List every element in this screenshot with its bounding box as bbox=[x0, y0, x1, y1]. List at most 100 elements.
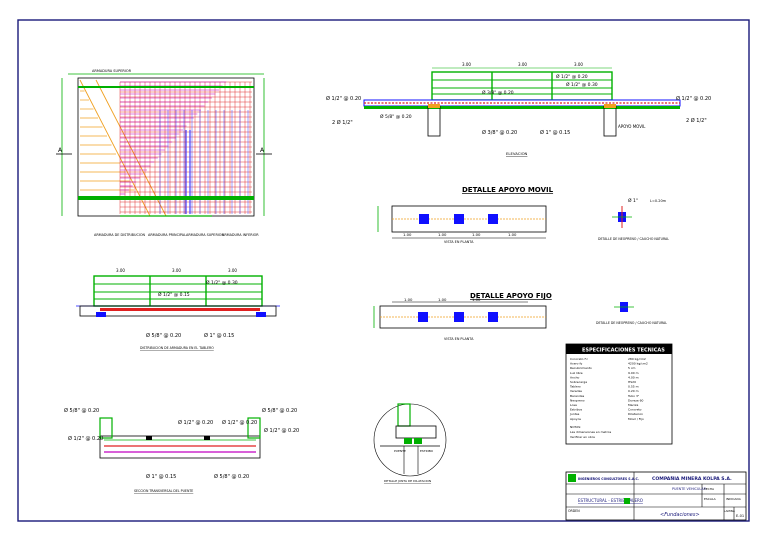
section-top-1: Ø 1/2" @ 0.20 bbox=[178, 419, 213, 426]
elev-top-dim-2: 3.00 bbox=[518, 62, 527, 67]
title-scale-value: INDICADA bbox=[726, 497, 742, 501]
title-scale-label: ESCALA bbox=[704, 497, 717, 501]
section-marker-a-left: A bbox=[58, 147, 63, 154]
detail-apoyo-fijo: DETALLE APOYO FIJO 1.00 1.00 1.00 VISTA … bbox=[373, 292, 667, 341]
elev-top-dim-3: 3.00 bbox=[574, 62, 583, 67]
circle-label-1: PUENTE bbox=[394, 449, 406, 453]
spec-row-value: 0.55 m bbox=[628, 385, 639, 389]
section-right-1: Ø 5/8" @ 0.20 bbox=[262, 407, 297, 414]
elev-mid-caption: DISTRIBUCION DE ARMADURA EN EL TABLERO bbox=[140, 346, 214, 350]
detail-fijo-dim-3: 1.00 bbox=[472, 297, 481, 302]
detail-fijo-dim-1: 1.00 bbox=[404, 297, 413, 302]
detail-movil-title: DETALLE APOYO MOVIL bbox=[462, 186, 554, 194]
spec-note: NOTAS: bbox=[570, 425, 581, 429]
detail-movil-side-caption: DETALLE DE NEOPRENO / CAUCHO NATURAL bbox=[598, 237, 669, 241]
section-bottom-1: Ø 1" @ 0.15 bbox=[146, 473, 176, 480]
title-drawing: <Fundaciones> bbox=[660, 512, 700, 518]
title-firm: INGENIEROS CONSULTORES S.A.C. bbox=[578, 477, 639, 481]
superior-mesh bbox=[120, 81, 227, 199]
elev-top-left-2: 2 Ø 1/2" bbox=[332, 119, 353, 126]
title-date-label: FECHA bbox=[704, 487, 715, 491]
elev-top-left-1: Ø 1/2" @ 0.20 bbox=[326, 95, 361, 102]
spec-row-value: Dilatacion bbox=[628, 412, 643, 416]
plan-top-label: ARMADURA SUPERIOR bbox=[92, 69, 132, 73]
spec-table-title: ESPECIFICACIONES TECNICAS bbox=[582, 348, 665, 354]
section-left-2: Ø 1/2" @ 0.20 bbox=[68, 435, 103, 442]
elev-mid-bottom-2: Ø 1" @ 0.15 bbox=[204, 332, 234, 339]
elev-top-support: APOYO MOVIL bbox=[618, 124, 646, 129]
title-order-label: ORDEN bbox=[568, 509, 580, 513]
elev-top-right-1: Ø 1/2" @ 0.20 bbox=[676, 95, 711, 102]
detail-movil-side-note: L=0.20m bbox=[650, 199, 667, 203]
spec-row-label: Veredas bbox=[570, 389, 582, 393]
spec-row-label: Recubrimiento bbox=[570, 366, 592, 370]
distribution-hatch bbox=[79, 79, 167, 217]
section-marker-a-right: A bbox=[260, 147, 265, 154]
spec-row-label: Sobrecarga bbox=[570, 380, 587, 384]
plan-label-superior: ARMADURA SUPERIOR bbox=[186, 233, 224, 237]
detail-fijo-dim-2: 1.00 bbox=[438, 297, 447, 302]
spec-row-value: 4200 kg/cm2 bbox=[628, 362, 648, 366]
elev-mid-dim-1: 3.00 bbox=[116, 268, 125, 273]
detail-movil-dim-1: 1.00 bbox=[403, 232, 412, 237]
spec-row-label: Ancho bbox=[570, 375, 580, 379]
spec-row-label: Estribos bbox=[570, 408, 582, 412]
title-company: COMPAÑIA MINERA KOLPA S.A. bbox=[652, 475, 732, 482]
detail-fijo-title: DETALLE APOYO FIJO bbox=[470, 292, 552, 300]
elevation-top: 3.00 3.00 3.00 Ø 1/2" @ 0.20 Ø 1/2" @ 0.… bbox=[326, 62, 711, 156]
plan-label-distribucion: ARMADURA DE DISTRIBUCION bbox=[94, 233, 145, 237]
elev-top-caption: ELEVACION bbox=[506, 151, 528, 156]
title-marker bbox=[624, 498, 630, 504]
section-right-2: Ø 1/2" @ 0.20 bbox=[264, 427, 299, 434]
circle-caption: DETALLE JUNTA DE DILATACION bbox=[384, 479, 431, 483]
section-left-1: Ø 5/8" @ 0.20 bbox=[64, 407, 99, 414]
spec-row-label: Losa bbox=[570, 403, 577, 407]
elev-top-callout-3: Ø 3/8" @ 0.20 bbox=[482, 89, 514, 96]
section-bottom-2: Ø 5/8" @ 0.20 bbox=[214, 473, 249, 480]
elev-top-left-3: Ø 5/8" @ 0.20 bbox=[380, 113, 412, 120]
detail-movil-dim-3: 1.00 bbox=[472, 232, 481, 237]
plan-label-principal: ARMADURA PRINCIPAL bbox=[148, 233, 186, 237]
title-sheet-label: LAMINA bbox=[724, 509, 735, 513]
spec-table-notes: NOTAS:Las dimensiones en metrosVerificar… bbox=[570, 425, 612, 439]
elev-mid-callout-2: Ø 1/2" @ 0.15 bbox=[158, 291, 190, 298]
plan-view: ARMADURA SUPERIOR A A ARMADURA DE DISTRI… bbox=[56, 69, 272, 237]
spec-row-value: Tubo 3" bbox=[627, 394, 640, 398]
elev-top-dim-1: 3.00 bbox=[462, 62, 471, 67]
section-caption: SECCION TRANSVERSAL DEL PUENTE bbox=[134, 489, 193, 493]
spec-row-value: Movil / Fijo bbox=[628, 417, 644, 421]
section-top-2: Ø 1/2" @ 0.20 bbox=[222, 419, 257, 426]
detail-fijo-side-caption: DETALLE DE NEOPRENO / CAUCHO NATURAL bbox=[596, 321, 667, 325]
spec-row-value: 280 kg/cm2 bbox=[628, 357, 646, 361]
elev-mid-bottom-1: Ø 5/8" @ 0.20 bbox=[146, 332, 181, 339]
elev-mid-dim-2: 3.00 bbox=[172, 268, 181, 273]
spec-note: Verificar en obra bbox=[570, 435, 595, 439]
detail-fijo-caption: VISTA EN PLANTA bbox=[444, 337, 474, 341]
spec-note: Las dimensiones en metros bbox=[570, 430, 612, 434]
spec-row-label: Luz libre bbox=[570, 371, 583, 375]
cross-section: Ø 5/8" @ 0.20 Ø 1/2" @ 0.20 Ø 5/8" @ 0.2… bbox=[64, 407, 299, 493]
spec-row-label: Neopreno bbox=[570, 398, 585, 402]
detail-movil-caption: VISTA EN PLANTA bbox=[444, 240, 474, 244]
spec-row-value: 5 cm bbox=[628, 366, 636, 370]
spec-row-value: 0.20 m bbox=[628, 389, 639, 393]
title-project: PUENTE VEHICULAR bbox=[672, 487, 707, 491]
spec-row-value: 9.00 m bbox=[628, 371, 639, 375]
spec-row-label: Tablero bbox=[569, 385, 581, 389]
elev-top-callout-1: Ø 1/2" @ 0.20 bbox=[556, 73, 588, 80]
spec-row-value: Maciza bbox=[628, 403, 638, 407]
circle-detail: PUENTE ESTRIBO DETALLE JUNTA DE DILATACI… bbox=[373, 403, 447, 483]
title-subtitle: ESTRUCTURAL - ESTRIBO ALERO bbox=[578, 498, 643, 503]
spec-row-label: Apoyos bbox=[570, 417, 581, 421]
plan-label-inferior: ARMADURA INFERIOR bbox=[222, 233, 259, 237]
circle-label-2: ESTRIBO bbox=[420, 449, 434, 453]
elev-mid-callout-1: Ø 1/2" @ 0.30 bbox=[206, 279, 238, 286]
elev-top-callout-2: Ø 1/2" @ 0.30 bbox=[566, 81, 598, 88]
spec-row-value: Concreto bbox=[628, 408, 642, 412]
elev-top-bottom-2: Ø 1" @ 0.15 bbox=[540, 129, 570, 136]
spec-row-label: Acero fy bbox=[570, 362, 582, 366]
title-block: INGENIEROS CONSULTORES S.A.C. COMPAÑIA M… bbox=[565, 471, 747, 521]
